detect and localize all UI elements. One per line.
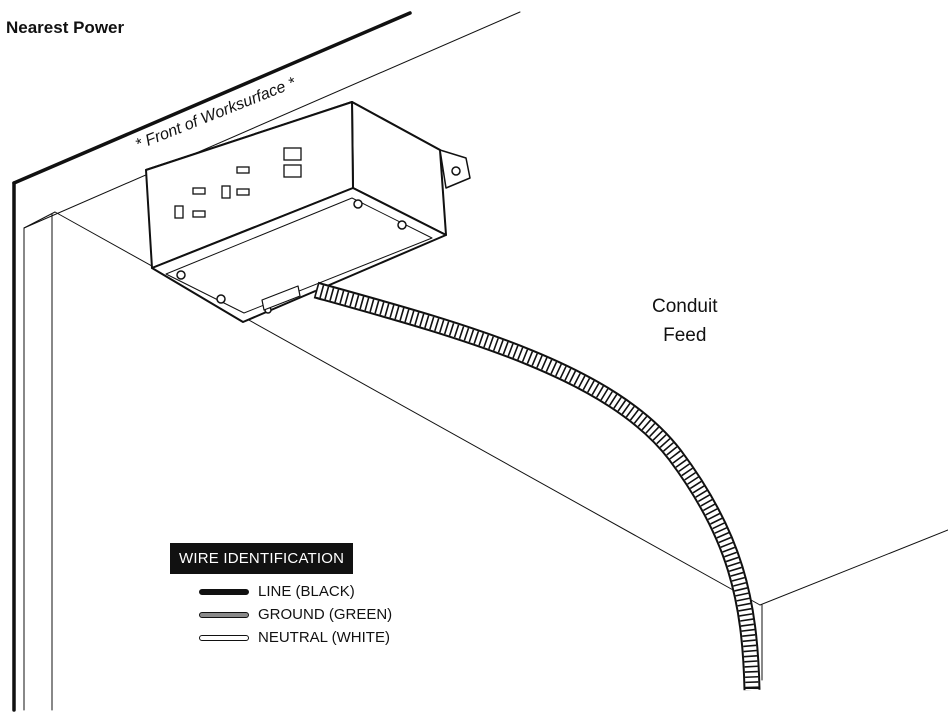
cover-screw [216, 294, 226, 304]
worksurface-front-edge [12, 11, 412, 185]
panel-back-edge [759, 529, 948, 606]
conduit-knockout [261, 285, 301, 311]
outlet-slot [236, 166, 250, 174]
legend-item-line: LINE (BLACK) [199, 580, 392, 603]
outlet-ground-slot [221, 185, 231, 199]
conduit-feed-label-line1: Conduit [652, 296, 718, 317]
outlet-left [174, 187, 206, 219]
legend-item-neutral: NEUTRAL (WHITE) [199, 626, 392, 649]
outlet-slot [192, 210, 206, 218]
conduit-feed [313, 281, 761, 691]
worksurface-corner [23, 211, 56, 229]
wire-swatch-white [199, 634, 249, 641]
legend-item-label: LINE (BLACK) [258, 583, 355, 600]
conduit-feed-label-line2: Feed [663, 325, 707, 346]
legend-item-ground: GROUND (GREEN) [199, 603, 392, 626]
outlet-ground-slot [174, 205, 184, 219]
flange-screw [451, 166, 461, 176]
legend-item-label: GROUND (GREEN) [258, 606, 393, 623]
cover-screw [397, 220, 407, 230]
conduit-feed-callout: Conduit Feed [652, 292, 718, 350]
legend-item-label: NEUTRAL (WHITE) [258, 629, 390, 646]
outlet-slot [236, 188, 250, 196]
page-title: Nearest Power [6, 18, 125, 37]
outlet-slot [192, 187, 206, 195]
outlets [174, 147, 302, 219]
usb-port [283, 147, 302, 161]
cover-screw [353, 199, 363, 209]
worksurface-inner-top-edge [23, 11, 521, 229]
legend-title: WIRE IDENTIFICATION [170, 543, 354, 574]
wire-identification-legend: WIRE IDENTIFICATION LINE (BLACK) GROUND … [170, 543, 392, 649]
usb-port [283, 164, 302, 178]
bottom-cover-plate [151, 187, 447, 323]
outlet-right [221, 166, 250, 199]
usb-ports [283, 147, 302, 178]
wire-swatch-black [199, 588, 249, 595]
cover-screw [176, 270, 186, 280]
worksurface [12, 11, 948, 712]
wire-swatch-green [199, 611, 249, 618]
